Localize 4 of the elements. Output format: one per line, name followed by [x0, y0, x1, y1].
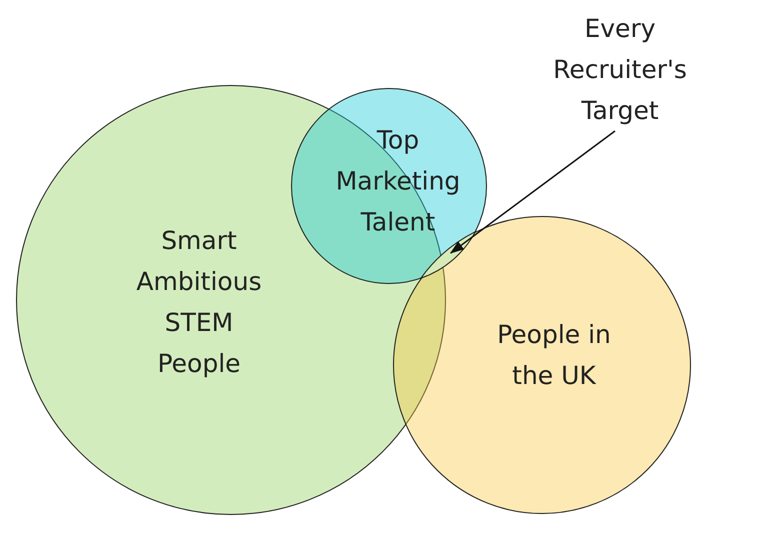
- callout-text: Every Recruiter's Target: [552, 13, 688, 127]
- circle-label: Smart Ambitious STEM People: [135, 225, 263, 380]
- circle-label: People in the UK: [496, 319, 612, 392]
- leader-arrow: [450, 130, 616, 254]
